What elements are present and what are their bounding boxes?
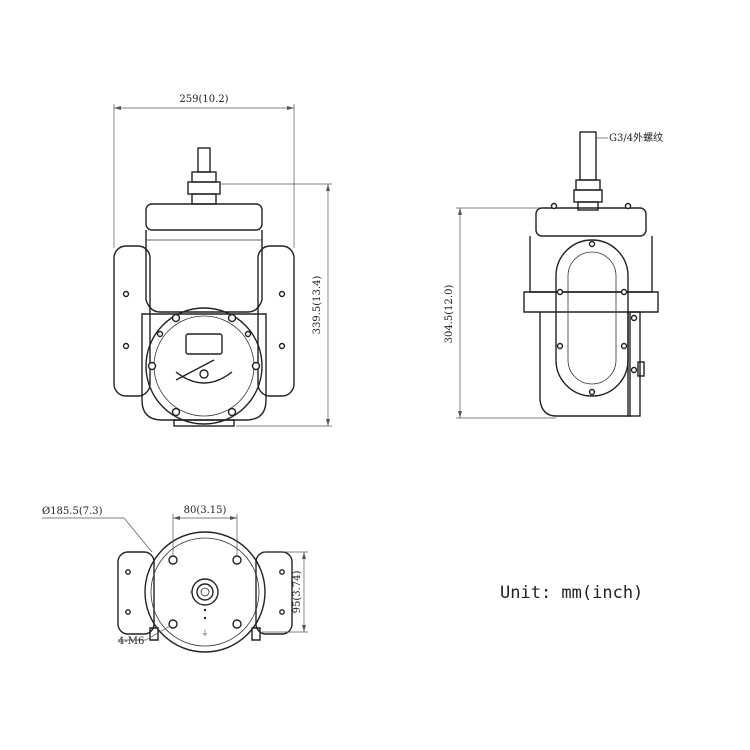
- front-view: [113, 147, 295, 427]
- front-right-arm: [257, 245, 295, 397]
- side-top-cap: [535, 207, 647, 237]
- front-cable: [197, 147, 211, 173]
- bottom-right-arm: [255, 551, 293, 635]
- mount-holes-label: 4-M6: [118, 636, 144, 647]
- bottom-view: ⏚: [117, 531, 293, 653]
- front-bottom-stub: [173, 419, 235, 427]
- thread-label: G3/4外螺纹: [609, 131, 663, 144]
- side-window-inner: [567, 251, 617, 385]
- side-window-outer: [555, 239, 629, 397]
- front-window-outer: [145, 307, 263, 425]
- bottom-left-arm: [117, 551, 155, 635]
- side-height-label: 304.5(12.0): [444, 285, 455, 344]
- front-gland-nut: [187, 181, 221, 195]
- side-lower-block: [539, 312, 631, 417]
- front-gland-base: [191, 193, 217, 205]
- thread-callout: G3/4外螺纹: [596, 131, 663, 144]
- front-lens-window: [185, 333, 223, 355]
- side-cable: [579, 131, 597, 181]
- svg-text:⏚: ⏚: [202, 629, 209, 637]
- diameter-label: Ø185.5(7.3): [42, 506, 103, 517]
- front-lower-housing: [141, 313, 267, 421]
- front-wiper-arc: [175, 371, 233, 384]
- front-height-label: 339.5(13.4): [312, 276, 323, 335]
- side-view: [523, 131, 659, 417]
- front-height-dimension: 339.5(13.4): [220, 183, 332, 427]
- unit-note: Unit: mm(inch): [500, 583, 643, 603]
- bottom-outer-circle: [144, 531, 266, 653]
- front-left-arm: [113, 245, 151, 397]
- mount-holes-callout: 4-M6: [118, 625, 171, 647]
- front-top-cap: [145, 203, 263, 231]
- diameter-callout: Ø185.5(7.3): [42, 506, 153, 553]
- bottom-center-fitting: [191, 578, 219, 606]
- front-width-dimension: 259(10.2): [113, 94, 295, 248]
- front-width-label: 259(10.2): [179, 94, 228, 105]
- bolt-spacing-label: 80(3.15): [184, 505, 227, 516]
- base-height-label: 95(3.74): [292, 571, 303, 614]
- bolt-spacing-dimension: 80(3.15): [172, 505, 238, 556]
- side-flange: [523, 291, 659, 313]
- front-gland-top: [191, 171, 217, 183]
- bottom-inner-circle: [150, 537, 260, 647]
- side-height-dimension: 304.5(12.0): [444, 207, 556, 419]
- base-height-dimension: 95(3.74): [262, 551, 308, 633]
- front-upper-body: [145, 230, 263, 313]
